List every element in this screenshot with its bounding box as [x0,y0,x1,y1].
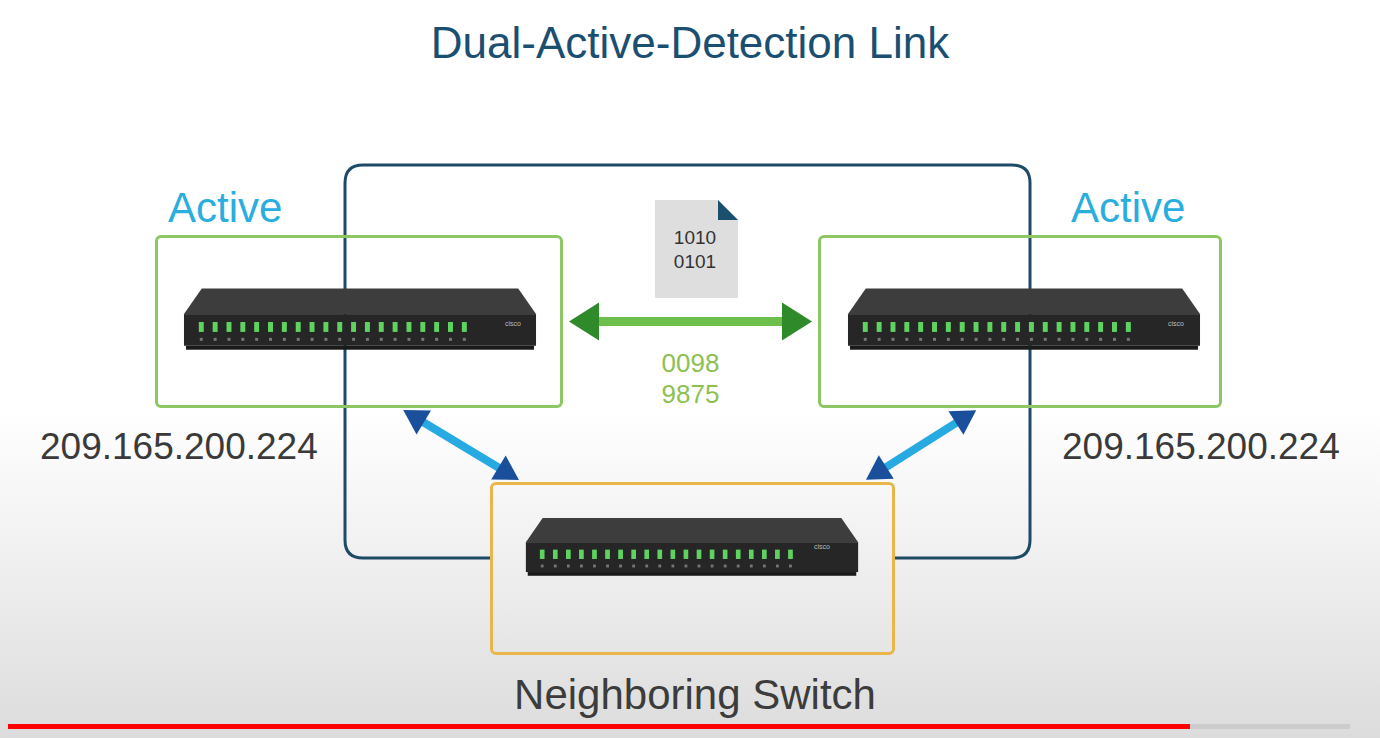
file-icon [655,200,738,298]
switch-neighbor [526,518,858,576]
detection-link [569,303,812,341]
arrow-head [782,303,812,341]
active-switch-box: Active [155,235,563,408]
link-label: 0098 9875 [662,348,720,410]
arrow-head [948,410,976,435]
neighbor-switch-box: Neighboring Switch [490,482,895,655]
file-corner [718,200,738,220]
diagram-title: Dual-Active-Detection Link [0,18,1380,68]
stack-outline [345,165,1030,558]
connector-line [418,419,505,472]
arrow-head [866,455,894,480]
vendor-logo: cisco [814,543,830,551]
node-heading: Active [168,184,282,232]
file-bits: 1010 0101 [674,226,716,274]
ip-address: 209.165.200.224 [1062,426,1340,468]
switch-left [184,288,536,349]
vendor-logo: cisco [1168,320,1184,328]
vendor-logo: cisco [505,320,521,328]
uplink [866,410,976,480]
arrow-head [569,303,599,341]
node-heading: Active [1071,184,1185,232]
node-heading: Neighboring Switch [514,671,876,719]
uplink [403,410,519,480]
switch-right [848,288,1200,349]
progress-bar [8,724,1190,729]
arrow-head [403,410,431,434]
active-switch-box: Active [818,235,1222,408]
progress-track [1190,724,1350,729]
connector-line [590,317,791,326]
connector-line [880,419,962,471]
ip-address: 209.165.200.224 [40,426,318,468]
arrow-head [491,456,519,480]
